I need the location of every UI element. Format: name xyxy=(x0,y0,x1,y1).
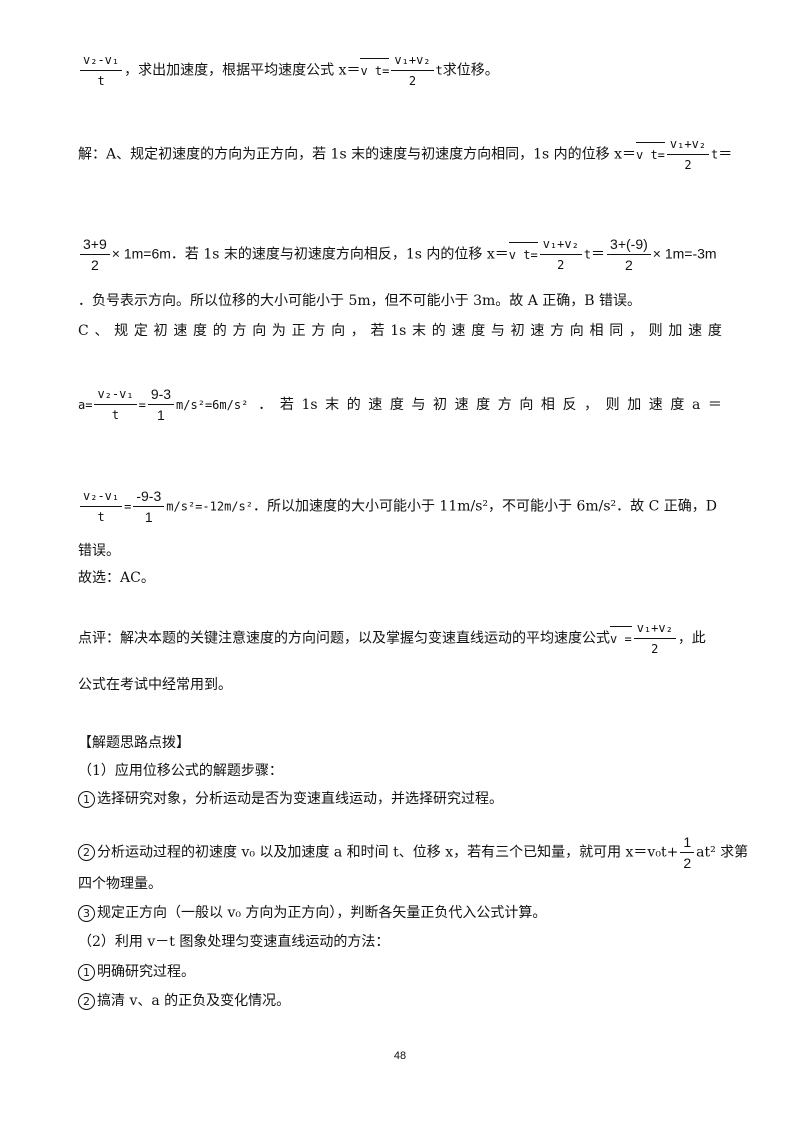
section-heading: 【解题思路点拨】 xyxy=(78,735,190,751)
word: 度 xyxy=(389,396,404,413)
text-line-8: 错误。 xyxy=(78,543,120,559)
word: 方 xyxy=(550,323,565,339)
circled-number: 2 xyxy=(78,992,95,1010)
word: a xyxy=(691,396,701,413)
word: 向 xyxy=(569,323,584,339)
word: ， xyxy=(628,323,643,339)
word: 度 xyxy=(707,323,722,339)
word: 度 xyxy=(193,323,208,339)
word: 初 xyxy=(433,396,448,413)
word: 正 xyxy=(291,323,306,339)
word: ， xyxy=(350,323,365,339)
circled-number: 2 xyxy=(78,844,95,861)
text-line-2: 解：A、规定初速度的方向为正方向，若 1s 末的速度与初速度方向相同，1s 内的… xyxy=(78,136,733,173)
word: 度 xyxy=(670,396,685,413)
word: 反 xyxy=(562,396,577,413)
word: 向 xyxy=(252,323,267,339)
word: ． xyxy=(258,396,273,413)
fraction-3-minus-9: 3+(-9)2 xyxy=(607,236,651,273)
word: 同 xyxy=(609,323,624,339)
text-line-10: 点评：解决本题的关键注意速度的方向问题，以及掌握匀变速直线运动的平均速度公式v … xyxy=(78,620,706,657)
word: 与 xyxy=(411,396,426,413)
word: 初 xyxy=(153,323,168,339)
circled-number: 1 xyxy=(78,963,95,981)
word: 加 xyxy=(668,323,683,339)
word: 末 xyxy=(325,396,340,413)
word: 速 xyxy=(688,323,703,339)
text-line-13: （1）应用位移公式的解题步骤： xyxy=(78,763,283,779)
word: 方 xyxy=(497,396,512,413)
word: 向 xyxy=(519,396,534,413)
word: 末 xyxy=(412,323,427,339)
text-line-16: 四个物理量。 xyxy=(78,876,162,892)
word: 度 xyxy=(471,323,486,339)
word: ＝ xyxy=(707,396,722,413)
word: 方 xyxy=(232,323,247,339)
word: 定 xyxy=(133,323,148,339)
word: 规 xyxy=(114,323,129,339)
page-number: 48 xyxy=(393,1050,407,1062)
word: 与 xyxy=(490,323,505,339)
word: 则 xyxy=(605,396,620,413)
word: 的 xyxy=(431,323,446,339)
circled-number: 3 xyxy=(78,904,95,922)
word: 加 xyxy=(627,396,642,413)
word: 为 xyxy=(271,323,286,339)
word: 若 xyxy=(370,323,385,339)
avg-velocity-symbol: v t= xyxy=(360,57,389,81)
text-line-11: 公式在考试中经常用到。 xyxy=(78,677,232,693)
text-line-4: ．负号表示方向。所以位移的大小可能小于 5m，但不可能小于 3m。故 A 正确，… xyxy=(78,293,642,309)
word: 则 xyxy=(648,323,663,339)
word: 速 xyxy=(530,323,545,339)
word: 速 xyxy=(451,323,466,339)
word: 的 xyxy=(346,396,361,413)
word: 若 xyxy=(279,396,294,413)
word: 相 xyxy=(540,396,555,413)
word: 相 xyxy=(589,323,604,339)
text-line-18: （2）利用 v－t 图象处理匀变速直线运动的方法： xyxy=(78,934,390,950)
word: 、 xyxy=(94,323,109,339)
text-line-9: 故选：AC。 xyxy=(78,570,155,586)
word: 度 xyxy=(476,396,491,413)
word: 速 xyxy=(454,396,469,413)
word: 1s xyxy=(390,323,407,339)
circled-number: 1 xyxy=(78,790,95,808)
word: ， xyxy=(584,396,599,413)
word: 速 xyxy=(368,396,383,413)
word: 速 xyxy=(173,323,188,339)
word: 1s xyxy=(301,396,318,413)
word: 的 xyxy=(212,323,227,339)
word: 方 xyxy=(311,323,326,339)
word: C xyxy=(78,323,89,339)
word: 初 xyxy=(510,323,525,339)
word: 向 xyxy=(331,323,346,339)
word: 速 xyxy=(648,396,663,413)
